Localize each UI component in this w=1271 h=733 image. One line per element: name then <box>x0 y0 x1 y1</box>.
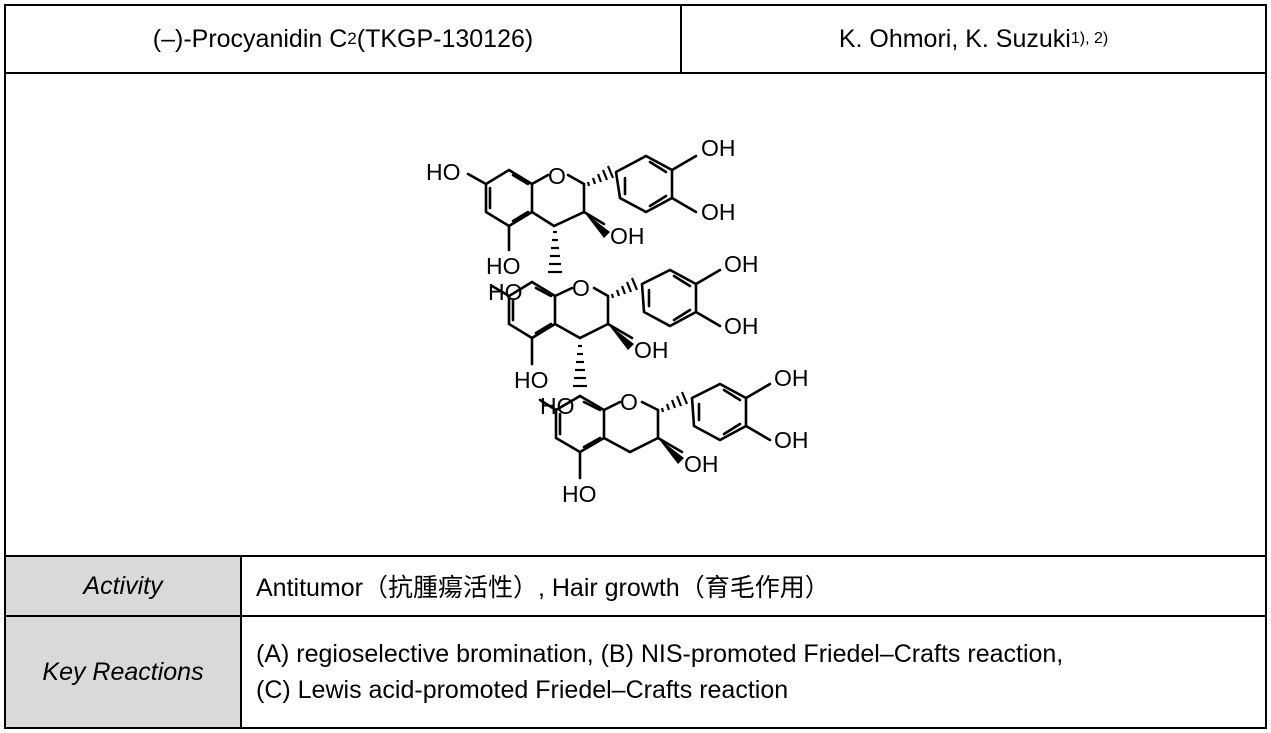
key-reaction-line: (C) Lewis acid-promoted Friedel–Crafts r… <box>256 676 789 704</box>
chemical-structure-diagram: HO O OH OH OH HO <box>426 135 809 507</box>
atom-label-o: O <box>572 275 590 301</box>
atom-label-oh: OH <box>610 223 645 249</box>
atom-label-ho: HO <box>426 159 461 185</box>
structure-unit-middle: HO O OH OH OH HO <box>488 251 759 393</box>
author-references: 1), 2) <box>1070 30 1109 47</box>
hashed-wedge-top-aryl <box>586 165 615 187</box>
atom-label-oh: OH <box>724 251 759 277</box>
atom-label-ho: HO <box>486 253 521 279</box>
compound-name: (–)-Procyanidin C <box>152 24 348 53</box>
atom-label-o: O <box>620 389 638 415</box>
authors: K. Ohmori, K. Suzuki <box>838 24 1071 53</box>
atom-label-oh: OH <box>701 135 736 161</box>
compound-code: (TKGP-130126) <box>356 24 534 53</box>
hashed-wedge-middle-interflavan <box>573 344 587 388</box>
atom-label-oh: OH <box>701 199 736 225</box>
activity-row: Activity Antitumor（抗腫瘍活性）, Hair growth（育… <box>6 557 1265 617</box>
atom-label-ho: HO <box>514 367 549 393</box>
atom-label-oh: OH <box>684 451 719 477</box>
atom-label-oh: OH <box>634 337 669 363</box>
atom-label-ho: HO <box>488 279 523 305</box>
structure-unit-top: HO O OH OH OH HO <box>426 135 736 279</box>
activity-label: Activity <box>6 557 242 615</box>
structure-unit-bottom: HO O OH OH OH HO <box>538 365 809 507</box>
atom-label-ho: HO <box>540 393 575 419</box>
atom-label-oh: OH <box>774 427 809 453</box>
atom-label-o: O <box>548 163 566 189</box>
hashed-wedge-middle-aryl <box>610 277 639 299</box>
structure-row: HO O OH OH OH HO <box>6 74 1265 557</box>
hashed-wedge-bottom-aryl <box>660 391 689 413</box>
key-reactions-value: (A) regioselective bromination, (B) NIS-… <box>242 617 1265 727</box>
atom-label-ho: HO <box>562 481 597 507</box>
hashed-wedge-top-interflavan <box>548 230 562 274</box>
atom-label-oh: OH <box>724 313 759 339</box>
atom-label-oh: OH <box>774 365 809 391</box>
key-reaction-line: (A) regioselective bromination, (B) NIS-… <box>256 640 1064 668</box>
key-reactions-label: Key Reactions <box>6 617 242 727</box>
key-reactions-row: Key Reactions (A) regioselective bromina… <box>6 617 1265 727</box>
activity-value: Antitumor（抗腫瘍活性）, Hair growth（育毛作用） <box>256 574 830 602</box>
compound-subscript: 2 <box>347 29 357 48</box>
